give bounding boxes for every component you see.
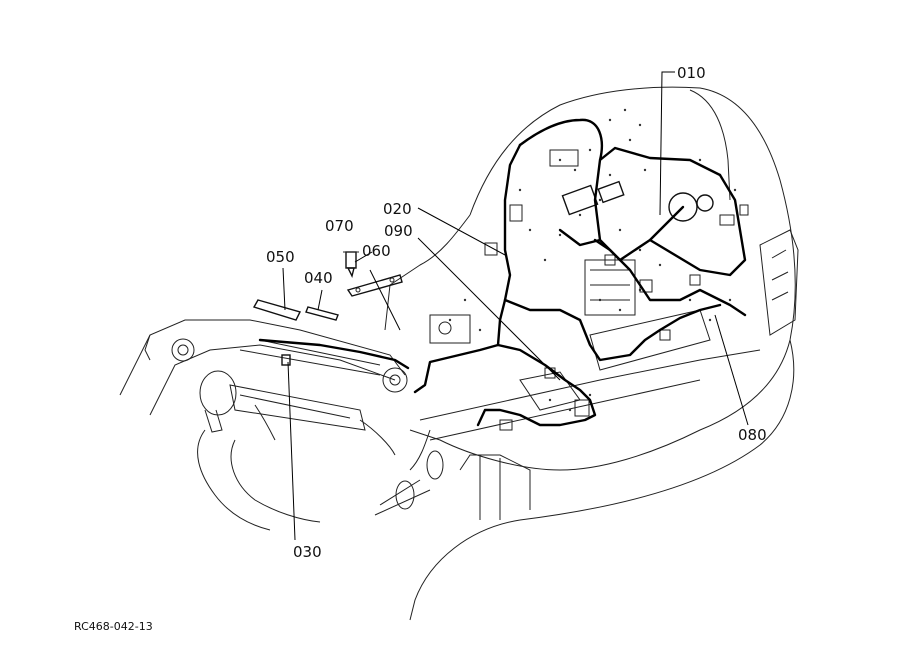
machine-body-outline bbox=[384, 86, 799, 621]
component-clutter bbox=[448, 108, 737, 412]
callout-labels: 010 020 030 040 050 060 070 080 090 bbox=[266, 64, 767, 561]
leader-lines bbox=[282, 71, 749, 541]
main-wiring-harness bbox=[258, 118, 747, 427]
boom-assembly bbox=[119, 319, 444, 531]
callout-080: 080 bbox=[738, 426, 767, 444]
drawing-reference-number: RC468-042-13 bbox=[74, 620, 153, 633]
callout-030: 030 bbox=[293, 543, 322, 561]
callout-040: 040 bbox=[304, 269, 333, 287]
callout-060: 060 bbox=[362, 242, 391, 260]
callout-020: 020 bbox=[383, 200, 412, 218]
part-040-clamp bbox=[305, 306, 339, 321]
loose-parts bbox=[252, 251, 403, 366]
part-050-band bbox=[252, 299, 302, 321]
callout-070: 070 bbox=[325, 217, 354, 235]
callout-010: 010 bbox=[677, 64, 706, 82]
part-030-connector bbox=[281, 354, 291, 366]
callout-050: 050 bbox=[266, 248, 295, 266]
callout-090: 090 bbox=[384, 222, 413, 240]
floor-frame bbox=[419, 309, 761, 441]
electrical-components bbox=[429, 149, 749, 431]
part-070-sender bbox=[343, 251, 359, 279]
part-060-bracket bbox=[346, 274, 403, 297]
